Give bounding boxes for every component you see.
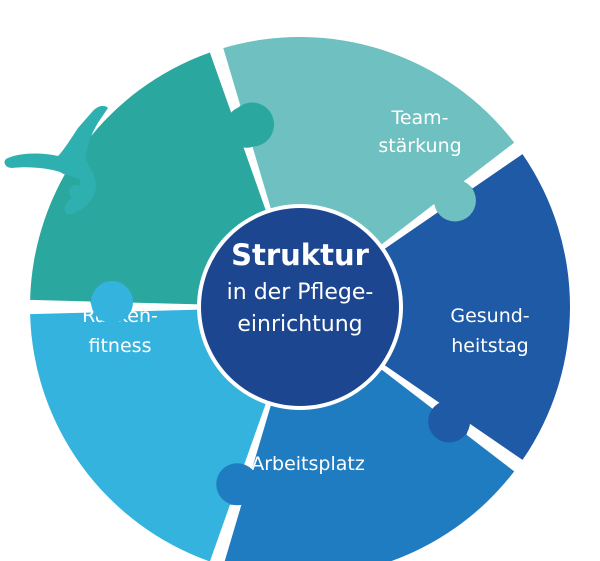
puzzle-tab-teamstaerkung (428, 400, 471, 443)
segment-label-rueckenfitness-2: fitness (89, 335, 152, 357)
cartwheel-person-icon (4, 105, 108, 215)
segment-label-teamstaerkung-2: stärkung (378, 135, 461, 157)
center-circle-shape (201, 208, 399, 406)
puzzle-tab-gesundheitstag (216, 463, 259, 506)
center-circle: Struktur in der Pflege- einrichtung (201, 208, 399, 406)
puzzle-tab-arbeitsplatz (91, 281, 134, 324)
segment-label-arbeitsplatz-1: Arbeitsplatz (251, 453, 365, 475)
segment-label-gesundheitstag-2: heitstag (451, 335, 529, 357)
center-line-3: einrichtung (237, 312, 362, 337)
segment-shape-teamstaerkung (382, 154, 570, 460)
puzzle-tab-work-life-balance (433, 179, 476, 222)
segment-label-gesundheitstag-1: Gesund- (450, 305, 529, 327)
segment-shape-rueckenfitness (30, 52, 275, 305)
center-line-2: in der Pflege- (227, 280, 374, 305)
puzzle-tab-rueckenfitness (225, 105, 268, 148)
segment-label-teamstaerkung-1: Team- (390, 107, 448, 129)
segment-teamstaerkung: Team-stärkung (378, 107, 570, 460)
center-title: Struktur (231, 238, 369, 272)
